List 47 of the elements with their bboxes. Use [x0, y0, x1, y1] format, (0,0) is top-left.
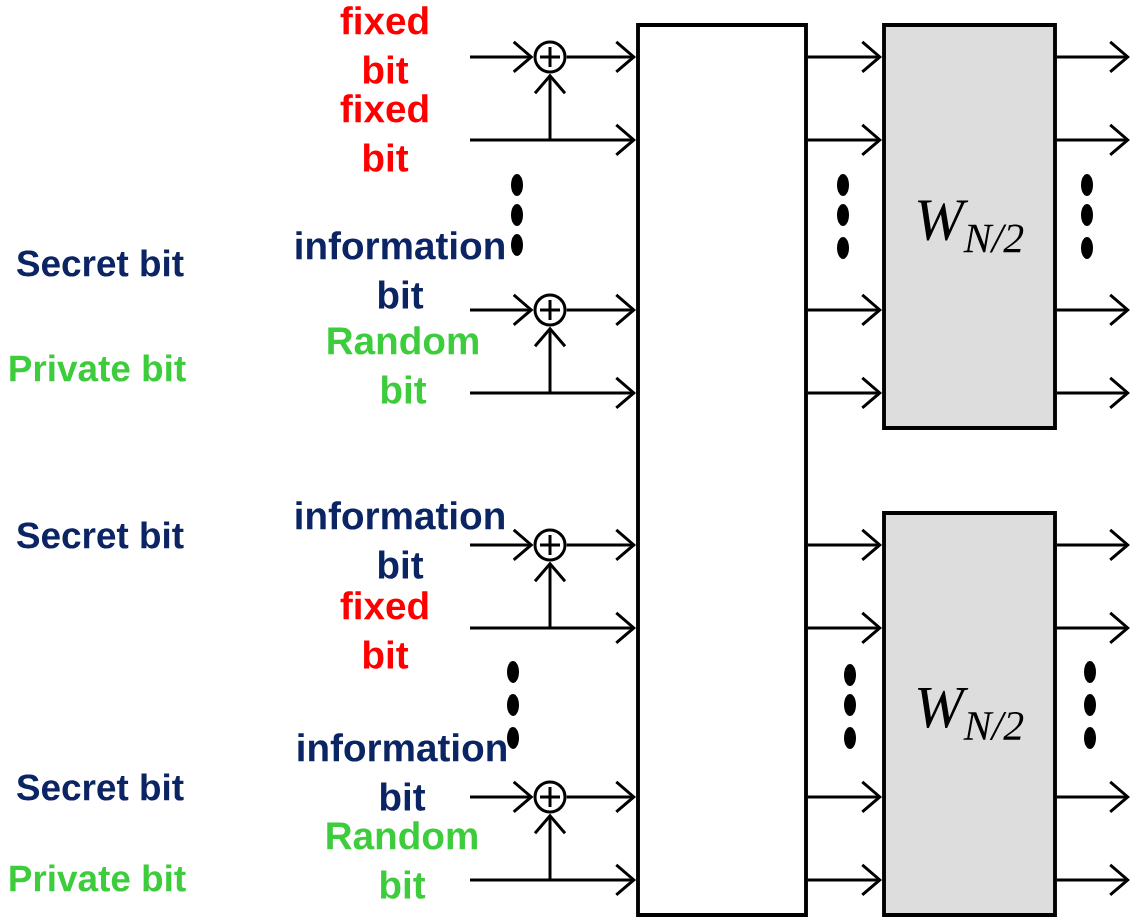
arrow — [1056, 528, 1130, 562]
arrow — [533, 73, 567, 140]
edge-label: Random bit — [327, 821, 477, 899]
edge-label: information bit — [298, 733, 506, 811]
bit-label: Private bit — [10, 354, 186, 382]
edge-label: information bit — [296, 501, 504, 579]
arrow — [566, 780, 637, 814]
arrow — [533, 813, 567, 880]
arrow — [566, 528, 637, 562]
arrow — [1056, 376, 1130, 410]
arrow — [470, 863, 637, 897]
arrow — [533, 561, 567, 628]
block-box: W$_{N/2}$ — [882, 23, 1057, 430]
xor-symbol — [533, 293, 567, 327]
bit-label: Private bit — [10, 864, 186, 892]
arrow — [807, 611, 883, 645]
block-box: W$_{N/2}$ — [882, 511, 1057, 917]
arrow — [1056, 611, 1130, 645]
arrow — [470, 611, 637, 645]
edge-label: fixed bit — [340, 591, 428, 669]
arrow — [566, 40, 637, 74]
arrow — [807, 863, 883, 897]
bit-label: Secret bit — [17, 249, 184, 277]
arrow — [807, 528, 883, 562]
arrow — [807, 780, 883, 814]
bit-label: Secret bit — [17, 773, 184, 801]
bit-label: Secret bit — [17, 521, 184, 549]
arrow — [533, 326, 567, 393]
arrow — [1056, 293, 1130, 327]
arrow — [1056, 863, 1130, 897]
arrow — [1056, 780, 1130, 814]
arrow — [807, 40, 883, 74]
arrow — [807, 376, 883, 410]
arrow — [807, 293, 883, 327]
edge-label: fixed bit — [340, 94, 428, 172]
arrow — [470, 123, 637, 157]
arrow — [1056, 40, 1130, 74]
xor-symbol — [533, 40, 567, 74]
arrow — [566, 293, 637, 327]
edge-label: information bit — [296, 231, 504, 309]
arrow — [470, 376, 637, 410]
arrow — [807, 123, 883, 157]
arrow — [1056, 123, 1130, 157]
block-box — [636, 23, 808, 917]
xor-symbol — [533, 528, 567, 562]
xor-symbol — [533, 780, 567, 814]
edge-label: Random bit — [328, 326, 478, 404]
